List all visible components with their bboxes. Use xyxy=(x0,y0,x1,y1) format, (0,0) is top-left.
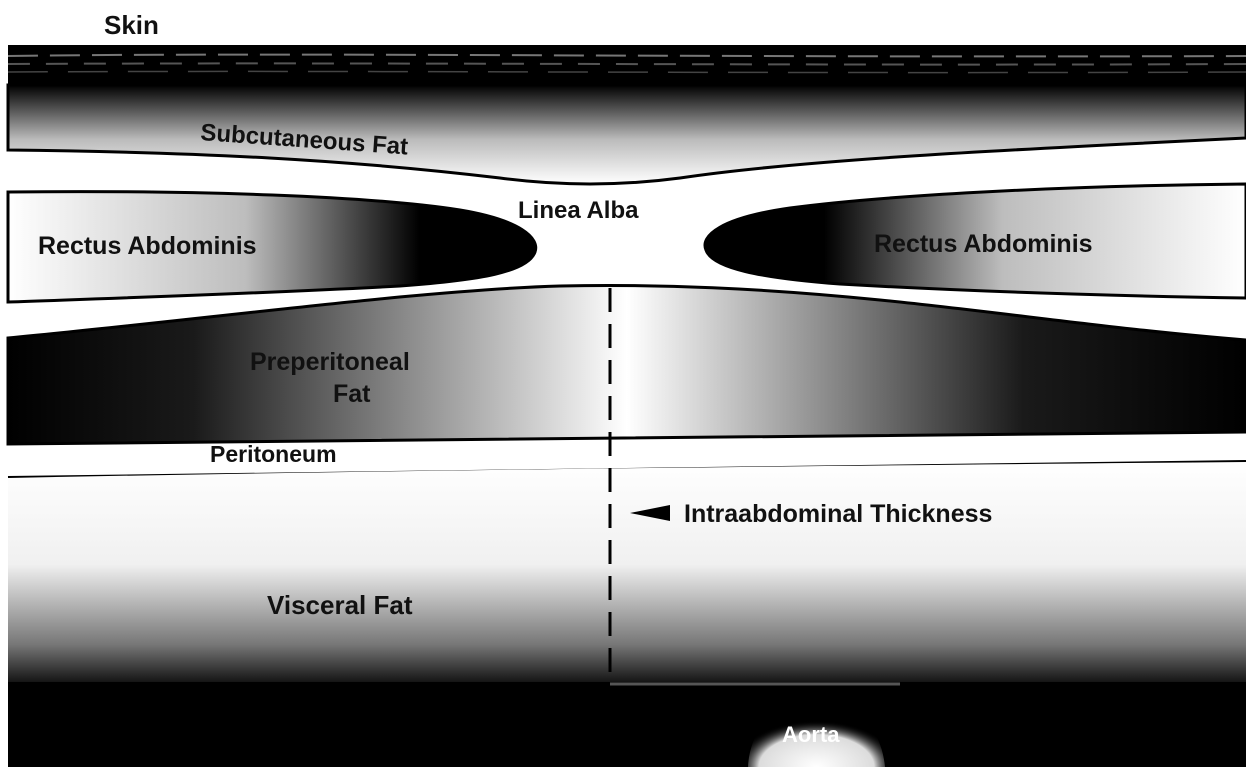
label-preperitoneal-line2: Fat xyxy=(333,380,371,408)
label-rectus-right: Rectus Abdominis xyxy=(874,230,1093,258)
label-preperitoneal-line1: Preperitoneal xyxy=(250,348,410,376)
label-linea-alba: Linea Alba xyxy=(518,197,639,224)
label-visceral-fat: Visceral Fat xyxy=(267,590,413,620)
preperitoneal-fat-layer xyxy=(8,286,1246,444)
label-skin: Skin xyxy=(104,10,159,40)
abdominal-cavity-dark xyxy=(8,682,1246,767)
label-peritoneum: Peritoneum xyxy=(210,441,337,467)
label-aorta: Aorta xyxy=(782,722,840,747)
visceral-fat-layer xyxy=(8,462,1246,690)
label-rectus-left: Rectus Abdominis xyxy=(38,232,257,260)
label-intraabdominal-thickness: Intraabdominal Thickness xyxy=(684,500,992,528)
subcutaneous-fat-layer xyxy=(8,85,1246,184)
